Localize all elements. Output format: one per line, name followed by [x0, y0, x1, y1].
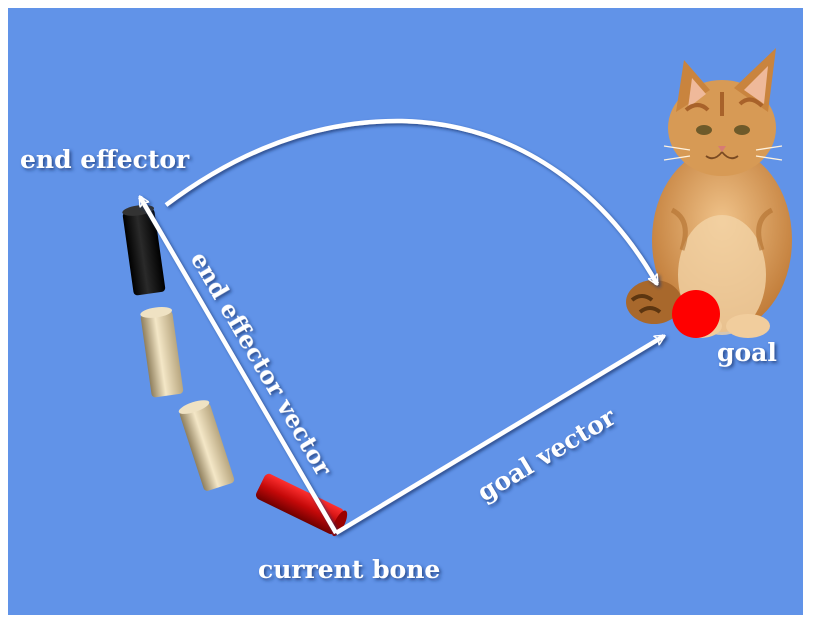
- cat-paw: [726, 314, 770, 338]
- end-effector-label: end effector: [20, 145, 190, 174]
- goal-marker: [672, 290, 720, 338]
- cat-eye: [696, 125, 712, 135]
- cat-eye: [734, 125, 750, 135]
- goal-label: goal: [717, 338, 777, 367]
- current-bone-label: current bone: [258, 555, 440, 584]
